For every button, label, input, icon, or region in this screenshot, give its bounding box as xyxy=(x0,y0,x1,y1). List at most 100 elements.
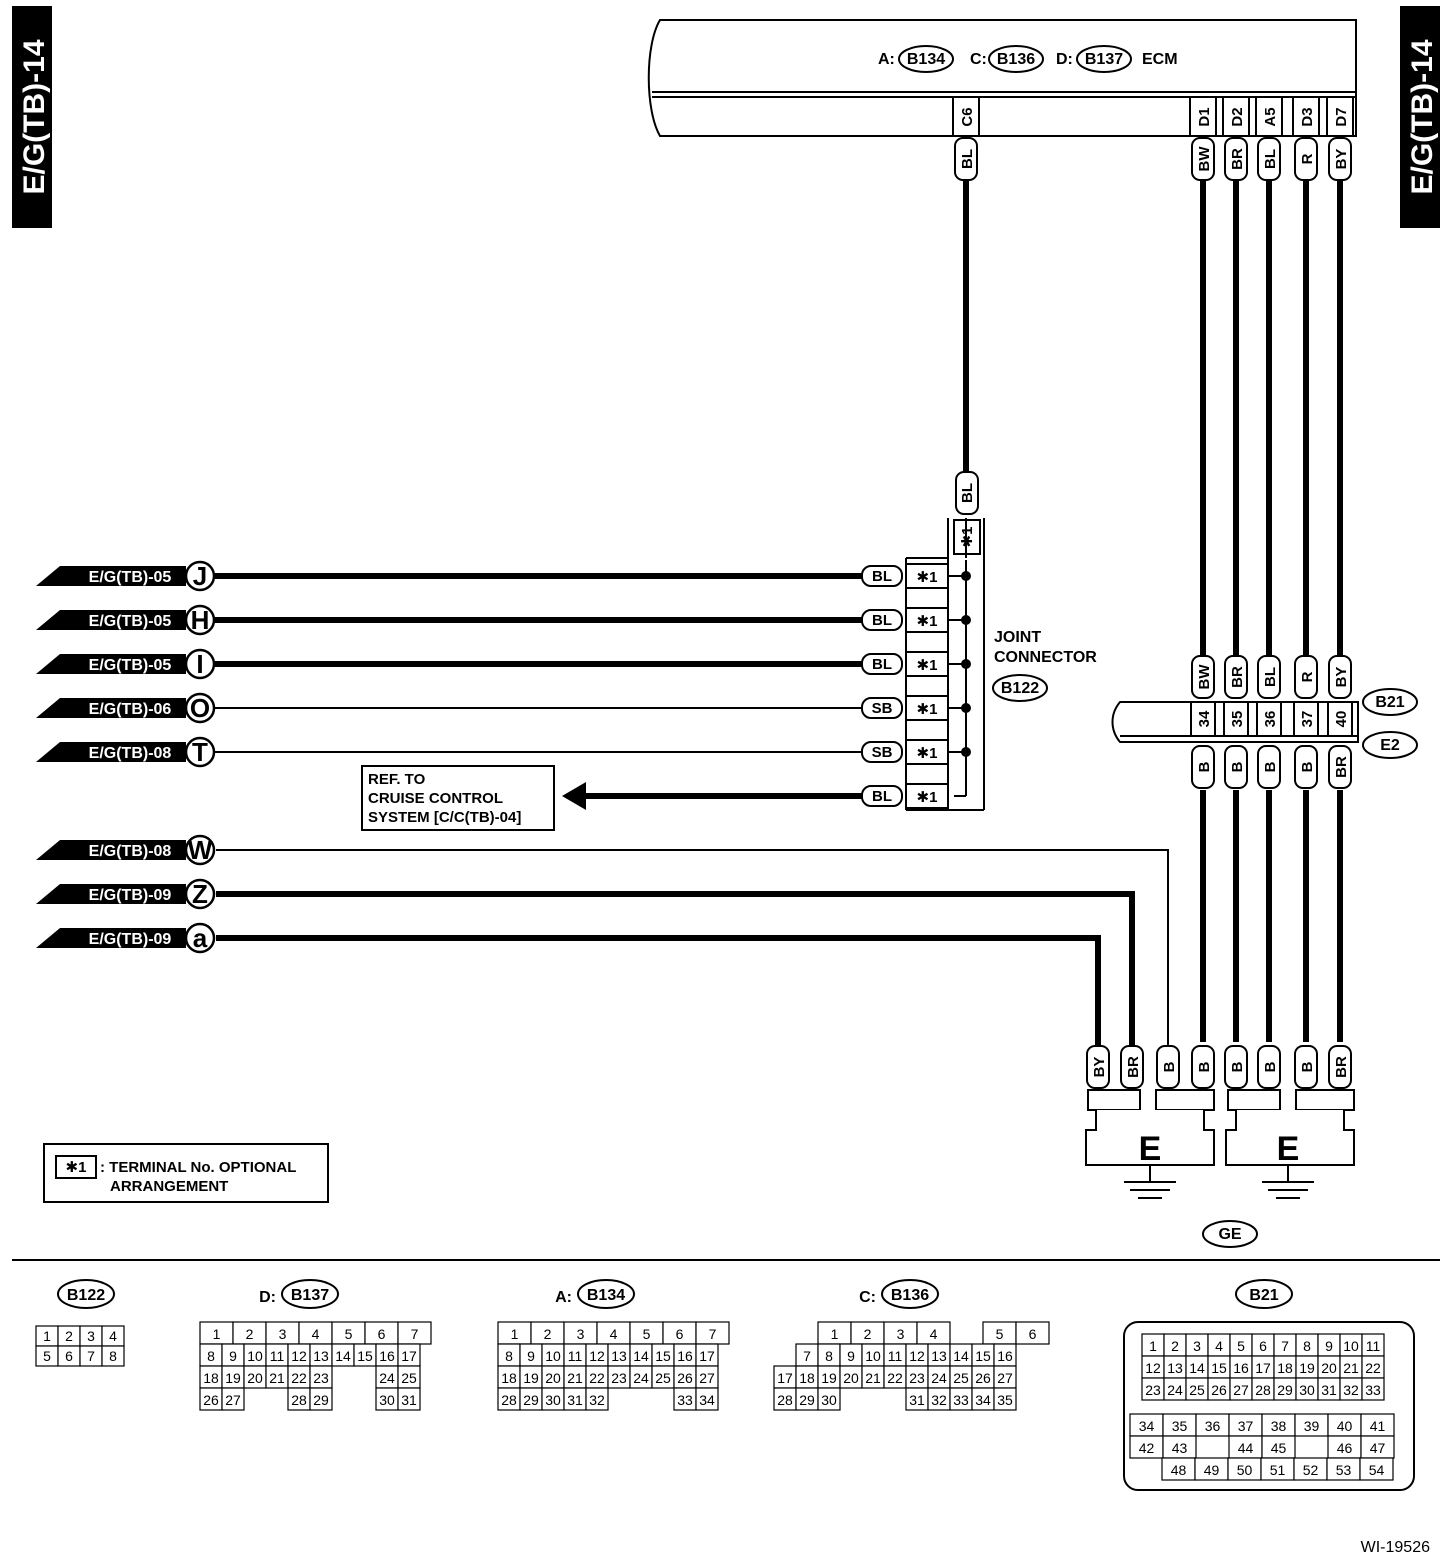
connector-pin: 4 xyxy=(1215,1338,1223,1354)
left-ref-wire: BL xyxy=(872,612,892,629)
connector-pin: 11 xyxy=(888,1348,903,1364)
b21-top-wire-40: BY xyxy=(1333,667,1350,688)
joint-top-terminal-mark: ✱1 xyxy=(959,527,976,548)
connector-view-id-oval xyxy=(1235,1279,1293,1309)
connector-cell xyxy=(695,1387,719,1411)
ground-right-wire: B xyxy=(1262,1061,1279,1072)
connector-pin: 6 xyxy=(676,1326,684,1342)
connector-pin: 29 xyxy=(1277,1382,1293,1398)
connector-pin: 7 xyxy=(87,1348,95,1364)
joint-dot xyxy=(961,615,971,625)
connector-pin: 15 xyxy=(357,1348,373,1364)
connector-pin: 32 xyxy=(931,1392,947,1408)
connector-pin: 46 xyxy=(1337,1440,1353,1456)
legend-line1: : TERMINAL No. OPTIONAL xyxy=(100,1159,296,1176)
left-ref-page: E/G(TB)-05 xyxy=(89,657,172,674)
connector-pin: 21 xyxy=(865,1370,881,1386)
connector-pin: 10 xyxy=(1343,1338,1359,1354)
connector-pin: 14 xyxy=(335,1348,351,1364)
left-ref-page: E/G(TB)-08 xyxy=(89,745,172,762)
connector-pin: 16 xyxy=(997,1348,1013,1364)
connector-cell xyxy=(309,1387,333,1411)
connector-pin: 20 xyxy=(247,1370,263,1386)
connector-pin: 36 xyxy=(1205,1418,1221,1434)
connector-view-id: B136 xyxy=(891,1287,929,1304)
connector-pin: 35 xyxy=(997,1392,1013,1408)
connector-pin: 27 xyxy=(997,1370,1013,1386)
left-ref-arrow xyxy=(36,742,186,762)
left-ref-letter: J xyxy=(193,561,207,591)
connector-pin: 21 xyxy=(269,1370,285,1386)
ecm-wire-d3: R xyxy=(1299,153,1316,164)
connector-pin: 24 xyxy=(1167,1382,1183,1398)
b21-top-wire-37: R xyxy=(1299,671,1316,682)
left-ref-letter: W xyxy=(188,835,213,865)
left-ref-wire: BL xyxy=(872,568,892,585)
ecm-box: A: B134 C: B136 D: B137 ECM xyxy=(647,19,1357,137)
joint-connector-title-2: CONNECTOR xyxy=(994,649,1097,666)
cruise-ref-wire: BL xyxy=(872,788,892,805)
b21-top-wire-36-box xyxy=(1257,655,1281,699)
ecm-conn-c-prefix: C: xyxy=(970,51,987,68)
connector-pin: 37 xyxy=(1238,1418,1254,1434)
connector-cell xyxy=(101,1345,125,1367)
b21-connector-id: B21 xyxy=(1375,694,1404,711)
ecm-label: ECM xyxy=(1142,51,1178,68)
left-ref-page: E/G(TB)-09 xyxy=(89,887,172,904)
b21-top-wire-35-box xyxy=(1224,655,1248,699)
ground-right-wire-box xyxy=(1224,1045,1248,1089)
connector-pin: 34 xyxy=(699,1392,715,1408)
ecm-pin-a5: A5 xyxy=(1262,107,1279,126)
ecm-wire-d1-box xyxy=(1191,137,1215,181)
connector-pin: 35 xyxy=(1172,1418,1188,1434)
left-ref-letter: a xyxy=(193,923,208,953)
cruise-ref-line2: CRUISE CONTROL xyxy=(368,790,503,807)
connector-view-id: B122 xyxy=(67,1287,105,1304)
connector-pin: 27 xyxy=(225,1392,241,1408)
connector-pin: 32 xyxy=(589,1392,605,1408)
connector-pin: 24 xyxy=(379,1370,395,1386)
left-ref-arrow xyxy=(36,610,186,630)
connector-pin: 9 xyxy=(527,1348,535,1364)
connector-pin: 33 xyxy=(953,1392,969,1408)
ground-connectors xyxy=(1085,1089,1355,1199)
cruise-ref-terminal-mark: ✱1 xyxy=(917,789,938,806)
connector-pin: 20 xyxy=(545,1370,561,1386)
b21-pin-box xyxy=(1293,701,1319,737)
b21-top-wire-34-box xyxy=(1191,655,1215,699)
b21-bottom-wire-35-box xyxy=(1224,745,1248,789)
ground-right-wire: B xyxy=(1299,1061,1316,1072)
left-page-code: E/G(TB)-14 xyxy=(18,39,51,194)
b21-bottom-wire-35: B xyxy=(1229,761,1246,772)
connector-pin: 21 xyxy=(1343,1360,1359,1376)
connector-pin: 30 xyxy=(379,1392,395,1408)
connector-pin: 31 xyxy=(1321,1382,1337,1398)
connector-pin: 18 xyxy=(501,1370,517,1386)
connector-pin: 14 xyxy=(633,1348,649,1364)
connector-view-id-oval xyxy=(57,1279,115,1309)
connector-pin: 45 xyxy=(1271,1440,1287,1456)
connector-pin: 25 xyxy=(1189,1382,1205,1398)
connector-pin: 11 xyxy=(1366,1338,1381,1354)
connector-pin: 43 xyxy=(1172,1440,1188,1456)
b21-bottom-wire-40: BR xyxy=(1333,756,1350,778)
ecm-wire-a5-box xyxy=(1257,137,1281,181)
connector-pin: 5 xyxy=(643,1326,651,1342)
ecm-wire-a5: BL xyxy=(1262,149,1279,169)
left-ref-arrow xyxy=(36,928,186,948)
connector-pin: 1 xyxy=(1149,1338,1157,1354)
connector-view-id: B21 xyxy=(1249,1287,1278,1304)
left-ref-letter: Z xyxy=(192,879,208,909)
ecm-wires xyxy=(963,180,1343,1042)
b21-bottom-wire-36-box xyxy=(1257,745,1281,789)
connector-pin: 1 xyxy=(213,1326,221,1342)
connector-pin: 47 xyxy=(1370,1440,1386,1456)
connector-pin: 26 xyxy=(975,1370,991,1386)
connector-pin: 5 xyxy=(1237,1338,1245,1354)
